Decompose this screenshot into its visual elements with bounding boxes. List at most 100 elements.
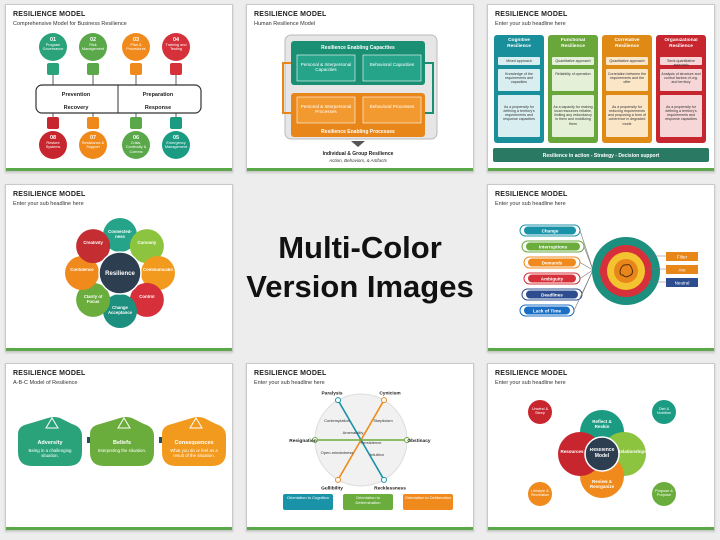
column-heading: Functional Resilience [561,38,585,49]
petal-label: Change Acceptance [107,306,133,315]
segment-label: Review & Reorganize [589,479,615,490]
slide-thumbnail-4[interactable]: RESILIENCE MODEL Enter your sub headline… [5,184,233,352]
corner-label: Lifestyle & Recreation [530,489,550,498]
bottom-box-behavioral: Behavioral Processes [369,104,415,109]
bottom-item-number: 08 [50,135,56,141]
column-propensity: As a capacity for making local resources… [553,105,592,126]
top-item-circle [39,33,67,61]
top-item-label: Program Governance [43,43,64,51]
corner-label: Purpose & Purpose [655,489,673,498]
petal-label: Creativity [83,241,103,245]
corner-label: Purpose & Purpose [655,489,673,498]
outcome-box [666,252,698,261]
column-propensity: As a propensity for reducing requirement… [608,105,646,126]
bottom-item-number: 06 [133,135,139,141]
column-heading: Correlative Resilience [614,38,640,49]
phase-prevention: Prevention [62,92,91,98]
petal-label: Control [139,294,155,299]
segment-label: Resources [560,449,583,454]
segment-label: Review & Reorganize [589,479,615,490]
petal-label: Clarity of Focus [83,294,103,304]
column-propensity-box [552,95,594,137]
segment-label: Reflect & Reskin [592,419,612,430]
orientation-legend-label: Orientation to Determination [356,496,381,504]
stressor-connector [579,269,594,279]
top-item-icon [47,63,59,75]
column-detail: Reliability of operation [555,72,590,76]
slide-subtitle: Enter your sub headline here [495,201,566,207]
center-circle [584,436,620,472]
slide-accent-bar [247,168,473,171]
column-propensity: As a propensity for defining a territory… [503,105,535,121]
enabling-processes-label: Resilience Enabling Processes [321,129,395,135]
corner-label: Lifestyle & Recreation [530,489,550,498]
slide-thumbnail-5[interactable]: RESILIENCE MODEL Enter your sub headline… [487,184,715,352]
petal-label: Clarity of Focus [83,294,103,304]
segment-label: Relationships [617,449,647,454]
bottom-item-icon [170,117,182,129]
column-approach-box [606,57,648,65]
center-circle [98,251,142,295]
inner-label: Contemplation [324,418,350,423]
bottom-item-icon [130,117,142,129]
corner-circle [652,400,676,424]
column-heading: Organizational Resilience [664,38,697,49]
heading-line-2: Version Images [246,269,474,304]
abc-step-text: Being in a challenging situation. [29,448,72,458]
orientation-legend-box [403,494,453,510]
petal-label: Confidence [70,268,93,272]
slide-accent-bar [6,527,232,530]
stressor-pill-fill [524,306,570,315]
slide-thumbnail-3[interactable]: RESILIENCE MODEL Enter your sub headline… [487,4,715,172]
stressor-label: Deadlines [541,293,563,298]
abc-step-text: What you do or feel as a result of the s… [170,448,218,458]
segment-label: Reflect & Reskin [592,419,612,430]
abc-step-text: Interpreting the situation. [97,448,147,453]
column-approach: Quantitative approach [609,59,644,63]
corner-label: Unwind & Sleep [531,407,549,416]
column-propensity-box [660,95,702,137]
slide-thumbnail-8[interactable]: RESILIENCE MODEL Enter your sub headline… [487,363,715,531]
outer-label: Resignation [289,438,317,444]
segment-label: Relationships [617,449,647,454]
petal-label: Communication [143,268,173,272]
spoke-end-dot [335,397,341,404]
top-item-label: Risk Management [81,43,105,52]
column-approach: Mixed approach [506,59,532,63]
petal-circle [103,218,137,252]
slide-subtitle: Enter your sub headline here [13,201,84,207]
slide-title: RESILIENCE MODEL [495,11,568,18]
slide-thumbnail-1[interactable]: RESILIENCE MODEL Comprehensive Model for… [5,4,233,172]
slide-title: RESILIENCE MODEL [254,370,327,377]
spoke-end-dot [381,397,387,404]
slide-subtitle: Comprehensive Model for Business Resilie… [13,21,127,27]
petal-circle [76,282,111,317]
bottom-item-number: 07 [90,135,96,141]
slide-thumbnail-2[interactable]: RESILIENCE MODEL Human Resilience Model … [246,4,474,172]
bottom-item-icon [47,117,59,129]
slide-subtitle: Human Resilience Model [254,21,316,27]
slide-thumbnail-7[interactable]: RESILIENCE MODEL Enter your sub headline… [246,363,474,531]
stressor-pill-fill [526,290,578,299]
column-heading: Cognitive Resilience [507,38,531,49]
column-heading: Cognitive Resilience [507,38,531,49]
slide-thumbnail-6[interactable]: RESILIENCE MODEL A-B-C Model of Resilien… [5,363,233,531]
slide-title: RESILIENCE MODEL [13,370,86,377]
inner-label: Persistence [361,440,383,445]
wheel-spoke [360,399,385,441]
action-banner: Resilience in action - Strategy - Decisi… [543,153,660,159]
bottom-item-label: Crisis, Continuity & Comms [125,141,147,154]
abc-step-heading: Beliefs [113,440,131,446]
petal-label: Connected-ness [108,230,132,239]
petal-label: Curiosity [138,241,157,245]
slide-accent-bar [247,527,473,530]
column-approach-box [552,57,594,65]
slide-subtitle: Enter your sub headline here [495,380,566,386]
footer-title: Individual & Group Resilience [323,151,394,157]
center-label: Resilience Model [590,448,615,459]
bottom-item-label: Crisis, Continuity & Comms [125,141,147,154]
petal-circle [65,256,99,290]
abc-step-shape [90,417,154,466]
